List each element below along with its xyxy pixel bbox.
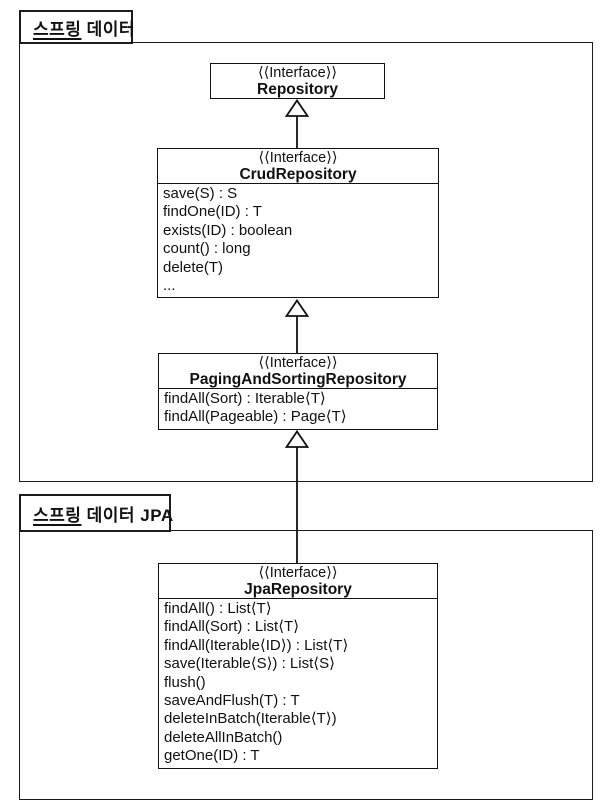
method-list: save(S) : S findOne(ID) : T exists(ID) :… [158, 184, 438, 297]
method-item: deleteInBatch(Iterable⟨T⟩) [164, 710, 337, 728]
class-box-repository: ⟨⟨Interface⟩⟩ Repository [210, 63, 385, 99]
frame-label-text: 스프링 [33, 19, 82, 39]
method-item: flush() [164, 673, 206, 691]
method-item: findOne(ID) : T [163, 203, 262, 221]
method-item: save(Iterable⟨S⟩) : List⟨S⟩ [164, 655, 335, 673]
frame-label-spring-data: 스프링 데이터 [19, 10, 136, 44]
class-name: CrudRepository [239, 166, 357, 183]
method-item: deleteAllInBatch() [164, 728, 283, 746]
stereotype-label: ⟨⟨Interface⟩⟩ [258, 150, 338, 166]
class-name: Repository [257, 81, 338, 98]
method-item: saveAndFlush(T) : T [164, 692, 300, 710]
method-item: save(S) : S [163, 185, 238, 202]
frame-label-spring-data-jpa: 스프링 데이터 JPA [19, 494, 174, 532]
class-name: PagingAndSortingRepository [189, 371, 407, 388]
class-name: JpaRepository [244, 581, 352, 598]
method-item: findAll(Sort) : List⟨T⟩ [164, 618, 300, 636]
method-item: findAll(Sort) : Iterable⟨T⟩ [164, 390, 326, 407]
method-item: delete(T) [163, 258, 224, 276]
class-header: ⟨⟨Interface⟩⟩ PagingAndSortingRepository [159, 354, 437, 389]
method-item: getOne(ID) : T [164, 747, 260, 765]
class-box-jpa-repository: ⟨⟨Interface⟩⟩ JpaRepository findAll() : … [158, 563, 438, 769]
class-header: ⟨⟨Interface⟩⟩ CrudRepository [158, 149, 438, 184]
class-header: ⟨⟨Interface⟩⟩ JpaRepository [159, 564, 437, 599]
class-box-crud-repository: ⟨⟨Interface⟩⟩ CrudRepository save(S) : S… [157, 148, 439, 299]
method-item: ... [163, 277, 176, 295]
class-header: ⟨⟨Interface⟩⟩ Repository [211, 64, 384, 98]
method-item: findAll(Pageable) : Page⟨T⟩ [164, 408, 347, 426]
method-item: findAll() : List⟨T⟩ [164, 600, 272, 617]
generalization-arrow-icon [284, 299, 310, 353]
method-list: findAll(Sort) : Iterable⟨T⟩ findAll(Page… [159, 389, 437, 429]
generalization-arrow-icon [284, 99, 310, 148]
class-box-paging-and-sorting-repository: ⟨⟨Interface⟩⟩ PagingAndSortingRepository… [158, 353, 438, 430]
frame-label-text: 데이터 JPA [81, 505, 174, 525]
frame-label-text: 스프링 [33, 505, 82, 525]
stereotype-label: ⟨⟨Interface⟩⟩ [258, 355, 338, 371]
generalization-arrow-icon [284, 430, 310, 563]
stereotype-label: ⟨⟨Interface⟩⟩ [257, 65, 338, 81]
method-list: findAll() : List⟨T⟩ findAll(Sort) : List… [159, 599, 437, 768]
stereotype-label: ⟨⟨Interface⟩⟩ [258, 565, 338, 581]
method-item: findAll(Iterable⟨ID⟩) : List⟨T⟩ [164, 636, 349, 654]
frame-label-text: 데이터 [81, 19, 136, 39]
method-item: exists(ID) : boolean [163, 221, 293, 239]
method-item: count() : long [163, 240, 251, 258]
